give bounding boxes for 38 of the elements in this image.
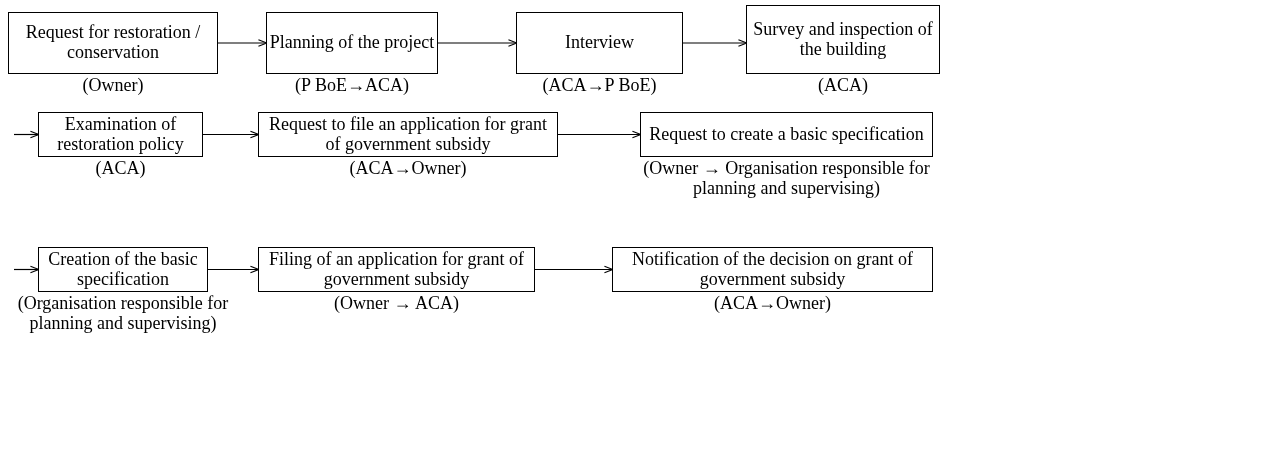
role-caption: (ACA→Owner) (713, 294, 832, 314)
role-caption: (ACA) (817, 76, 869, 96)
role-caption: (Organisation responsible for planning and supervising) (16, 294, 230, 334)
arrow (682, 39, 748, 47)
process-box (612, 247, 933, 292)
step-text: Filing of an application for grant of government subsidy (268, 249, 525, 290)
step-text: Creation of the basic specification (47, 249, 199, 290)
arrow (217, 39, 268, 47)
arrow (202, 130, 260, 139)
process-box (38, 112, 203, 157)
step-text: Interview (565, 33, 634, 53)
role-caption: (Owner) (81, 76, 145, 96)
role-caption: (P BoE→ACA) (294, 76, 410, 96)
arrow (207, 265, 260, 274)
step-text: Survey and inspection of the building (752, 19, 934, 60)
process-box (258, 247, 535, 292)
step-text: Request to create a basic specification (649, 124, 924, 145)
arrow (13, 130, 40, 139)
process-box (746, 5, 940, 74)
arrow (534, 265, 614, 274)
role-caption: (Owner → ACA) (333, 294, 460, 314)
arrow (13, 265, 40, 274)
process-box (516, 12, 683, 74)
step-text: Examination of restoration policy (56, 114, 185, 155)
process-box (640, 112, 933, 157)
step-text: Request to file an application for grant of government subsidy (268, 114, 548, 155)
arrow (437, 39, 518, 47)
step-text: Notification of the decision on grant of government subsidy (631, 249, 914, 290)
step-text: Request for restoration / conservation (24, 23, 202, 63)
role-caption: (Owner → Organisation responsible for planning and supervising) (642, 159, 931, 199)
role-caption: (ACA) (94, 159, 147, 179)
process-box (266, 12, 438, 74)
role-caption: (ACA→P BoE) (541, 76, 658, 96)
step-text: Planning of the project (269, 33, 435, 53)
role-caption: (ACA→Owner) (348, 159, 468, 179)
process-box (38, 247, 208, 292)
process-box (8, 12, 218, 74)
arrow (557, 130, 642, 139)
